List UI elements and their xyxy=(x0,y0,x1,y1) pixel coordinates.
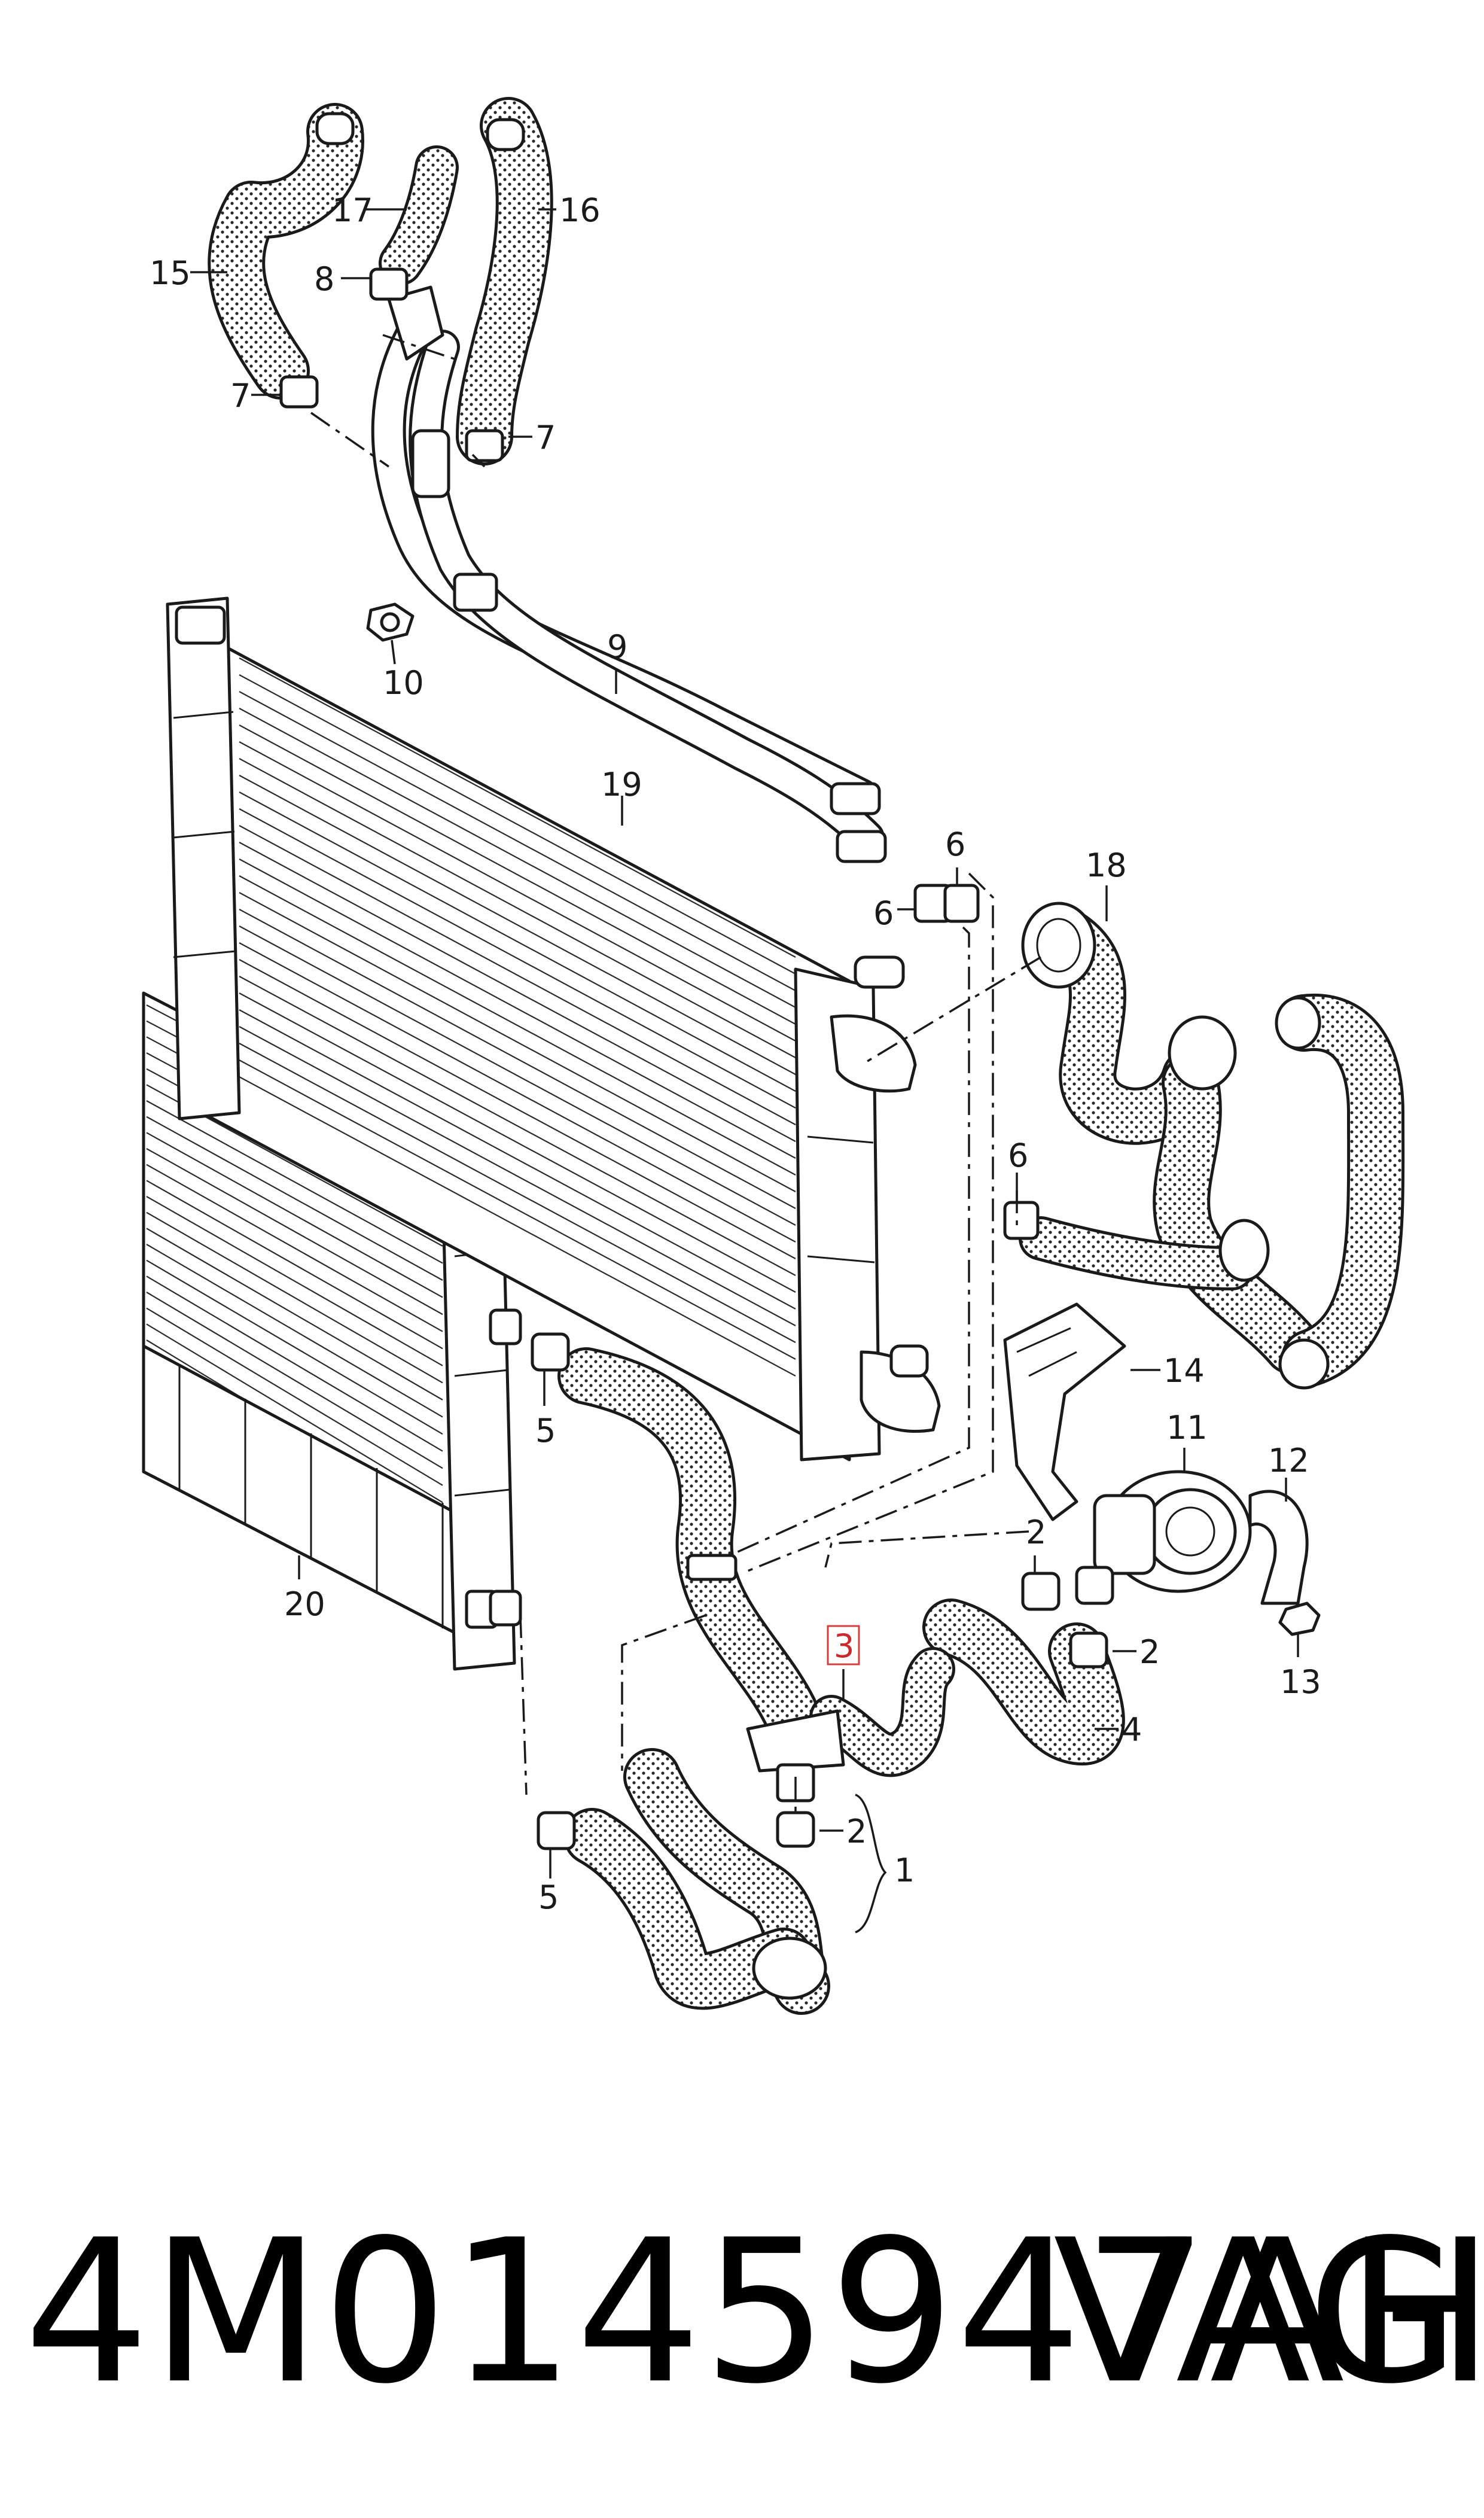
condenser-fin-line xyxy=(146,1148,443,1316)
clip-6c xyxy=(1003,1201,1040,1240)
callout-14: 14 xyxy=(1163,1352,1205,1390)
radiator-fin-line xyxy=(239,808,796,1109)
radiator-fin-line xyxy=(239,674,796,975)
footer: 4M0145947AH VAG xyxy=(0,2197,1484,2427)
condenser-fin-line xyxy=(146,1116,443,1281)
callout-7a: 7 xyxy=(230,377,251,415)
condenser-fin-line xyxy=(146,1211,443,1384)
radiator-fin-line xyxy=(239,657,796,958)
radiator-fin-line xyxy=(239,858,796,1159)
hose-1 xyxy=(563,1748,830,2015)
radiator-fin-line xyxy=(239,825,796,1125)
condenser-fin-line xyxy=(146,1259,443,1435)
callout-11: 11 xyxy=(1166,1409,1208,1447)
callout-13: 13 xyxy=(1280,1663,1321,1701)
clip-8 xyxy=(369,267,409,301)
callout-12: 12 xyxy=(1268,1442,1309,1479)
callout-20: 20 xyxy=(284,1585,325,1623)
radiator-fin-line xyxy=(239,691,796,991)
radiator-fin-line xyxy=(239,942,796,1243)
radiator-fin-line xyxy=(239,976,796,1276)
condenser-fin-line xyxy=(146,1164,443,1332)
radiator-fin-line xyxy=(239,708,796,1008)
clip-5a xyxy=(531,1332,570,1372)
condenser-fin-line xyxy=(146,1196,443,1366)
condenser-fin-line xyxy=(146,1275,443,1452)
radiator-fin-line xyxy=(239,1009,796,1310)
hose-3 xyxy=(557,1347,955,1803)
callout-16: 16 xyxy=(559,191,601,229)
clip-7b xyxy=(465,429,504,462)
radiator-fin-line xyxy=(239,842,796,1142)
callout-2c: 2 xyxy=(1139,1633,1160,1671)
assembly-lines xyxy=(310,334,1041,1813)
hose-16 xyxy=(456,97,553,465)
condenser-fin-line xyxy=(146,1100,443,1264)
bracket-12 xyxy=(1248,1490,1309,1605)
clip-2c xyxy=(1069,1631,1108,1668)
callout-5a: 5 xyxy=(535,1412,556,1450)
radiator-fin-line xyxy=(239,959,796,1259)
radiator-fin-line xyxy=(239,1076,796,1377)
radiator-fin-line xyxy=(239,992,796,1293)
radiator-fin-line xyxy=(239,741,796,1042)
radiator-fin-line xyxy=(239,892,796,1192)
part-number: 4M0145947AH xyxy=(24,2197,1484,2427)
radiator-fin-line xyxy=(239,909,796,1209)
condenser-fin-line xyxy=(146,1180,443,1350)
radiator-fin-line xyxy=(239,1043,796,1343)
clip-5b xyxy=(537,1811,576,1850)
hose-4 xyxy=(922,1599,1125,1765)
callout-2a: 2 xyxy=(846,1813,867,1850)
bracket-14 xyxy=(1003,1302,1126,1521)
radiator-fin-line xyxy=(239,925,796,1226)
callout-15: 15 xyxy=(150,254,191,292)
callout-1: 1 xyxy=(894,1852,915,1889)
callout-18: 18 xyxy=(1086,847,1127,884)
callout-7b: 7 xyxy=(535,419,556,456)
radiator-fin-line xyxy=(239,791,796,1092)
radiator-fin-line xyxy=(239,875,796,1176)
callout-4: 4 xyxy=(1122,1711,1142,1749)
bolt-13 xyxy=(1278,1601,1321,1636)
clip-2a xyxy=(776,1811,815,1848)
callout-8: 8 xyxy=(314,260,334,298)
callout-3: 3 xyxy=(834,1627,854,1665)
condenser-fin-line xyxy=(146,1323,443,1503)
callout-10: 10 xyxy=(383,664,424,702)
radiator-fin-line xyxy=(239,724,796,1025)
callout-9: 9 xyxy=(607,628,627,666)
leader-lines xyxy=(190,208,1299,1934)
hose-18 xyxy=(1019,902,1405,1390)
condenser-fin-line xyxy=(146,1228,443,1400)
radiator-fin-line xyxy=(239,775,796,1075)
callout-6a: 6 xyxy=(945,826,965,863)
clip-6b xyxy=(943,884,980,923)
callout-6b: 6 xyxy=(873,894,894,932)
brand-name: VAG xyxy=(1053,2197,1460,2427)
radiator-19 xyxy=(166,596,941,1462)
callout-17: 17 xyxy=(332,191,373,229)
radiator-fin-line xyxy=(239,1026,796,1326)
clip-2b xyxy=(1021,1572,1061,1611)
radiator-fin-line xyxy=(239,1059,796,1360)
clip-7a xyxy=(279,375,319,409)
callout-6c: 6 xyxy=(1008,1137,1028,1174)
radiator-fin-line xyxy=(239,758,796,1058)
hose-17 xyxy=(379,145,459,285)
coolant-pipe-9 xyxy=(371,285,887,863)
condenser-fin-line xyxy=(146,1307,443,1486)
callout-3-highlight-box xyxy=(827,1625,860,1666)
callout-19: 19 xyxy=(601,766,642,803)
callout-5b: 5 xyxy=(538,1878,559,1916)
hose-15 xyxy=(208,103,364,400)
water-pump-11 xyxy=(1075,1470,1252,1605)
bolt-10 xyxy=(366,602,415,642)
callout-2b: 2 xyxy=(1026,1514,1046,1551)
callout-labels: 15 7 8 17 16 7 9 10 19 6 6 18 6 14 11 12… xyxy=(150,191,1321,1916)
condenser-fin-line xyxy=(146,1292,443,1469)
condenser-fin-line xyxy=(146,1132,443,1298)
condenser-fin-line xyxy=(146,1244,443,1418)
